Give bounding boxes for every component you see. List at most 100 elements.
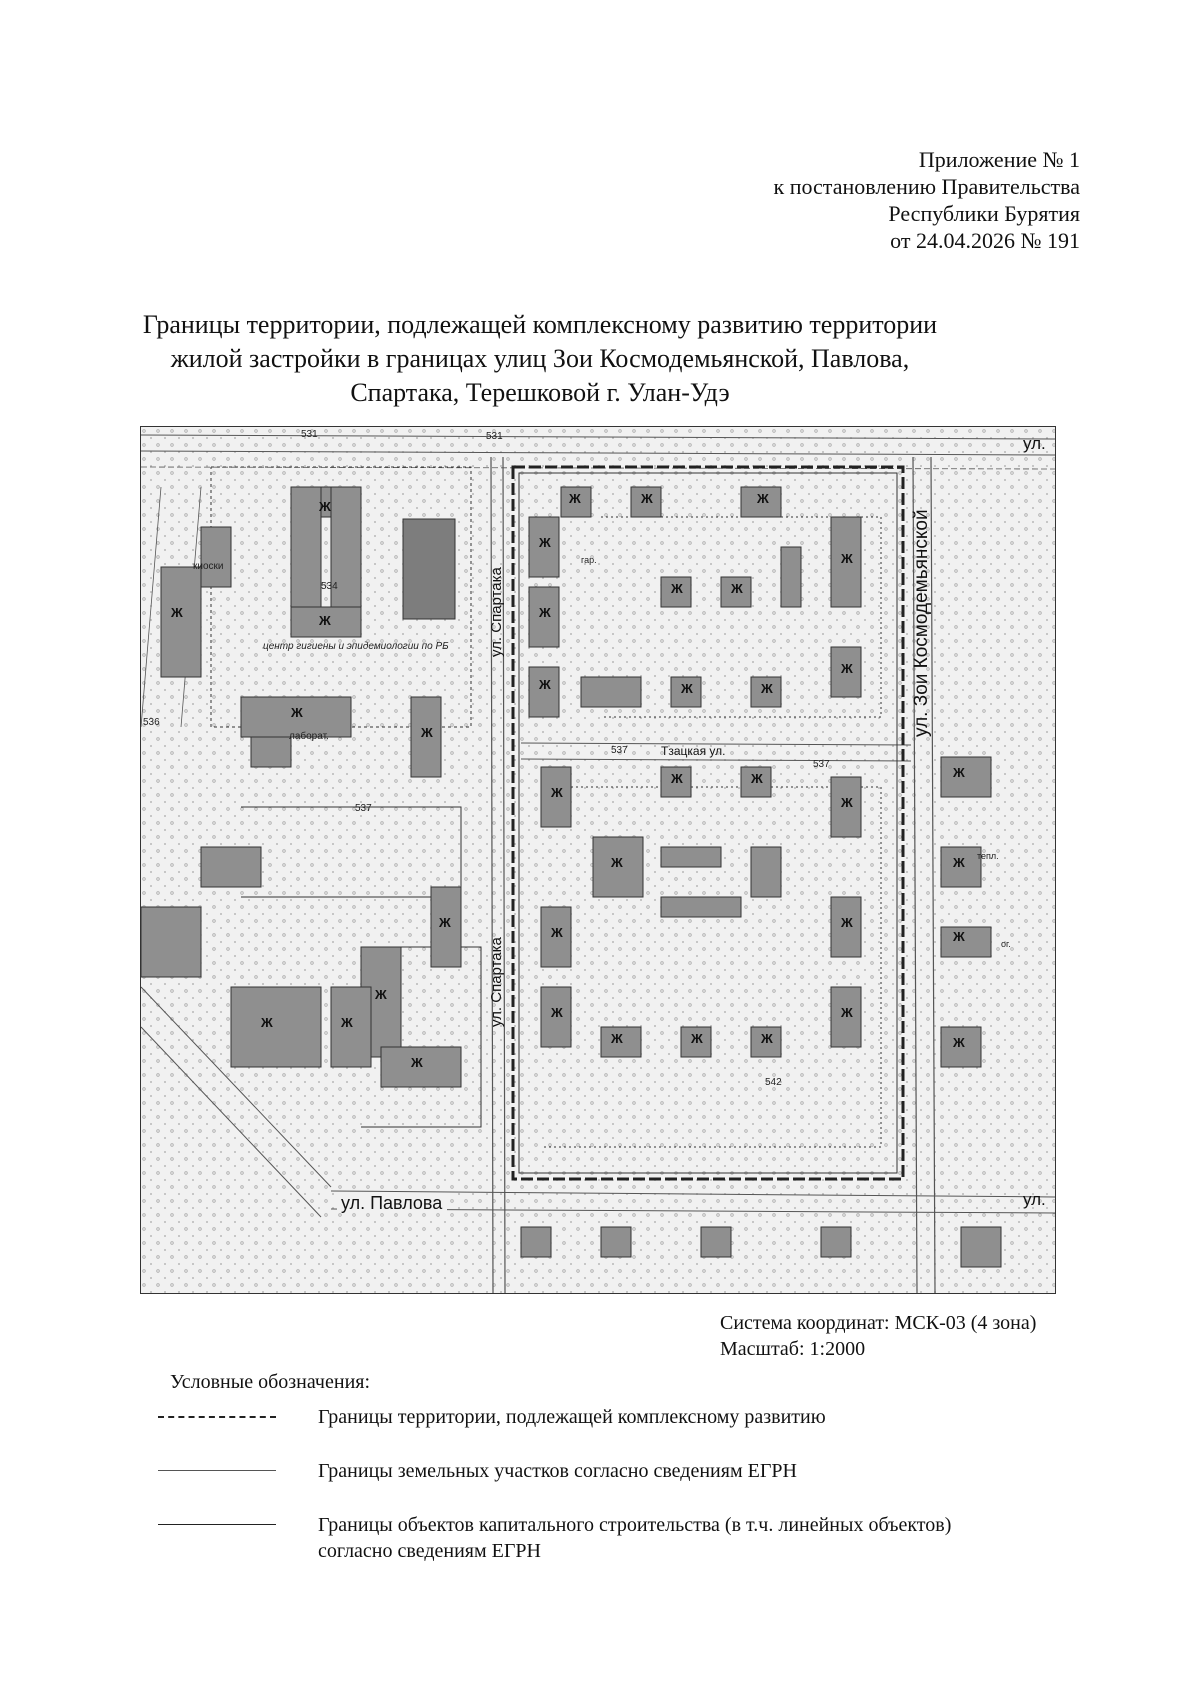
elevation-2: 531	[486, 431, 503, 442]
residential-building-mark: Ж	[952, 929, 965, 944]
label-tepl: тепл.	[977, 851, 999, 861]
building-footprint	[680, 1026, 712, 1058]
building-footprint	[750, 676, 782, 708]
building-footprint	[600, 1226, 632, 1258]
legend: Границы территории, подлежащей комплексн…	[158, 1404, 1018, 1592]
residential-building-mark: Ж	[840, 795, 853, 810]
legend-label: Границы земельных участков согласно свед…	[318, 1460, 797, 1482]
elevation-4: 536	[143, 717, 160, 728]
label-kiosk: киоски	[193, 561, 223, 572]
building-footprint	[830, 776, 862, 838]
residential-building-mark: Ж	[170, 605, 183, 620]
legend-swatch-dashed	[158, 1416, 276, 1418]
residential-building-mark: Ж	[550, 785, 563, 800]
development-boundary	[511, 465, 905, 1181]
building-footprint	[592, 836, 644, 898]
building-footprint	[940, 846, 982, 888]
label-garage: гар.	[581, 555, 597, 565]
building-footprint	[230, 986, 322, 1068]
elevation-6: 537	[611, 745, 628, 756]
building-footprint	[580, 676, 642, 708]
coordinate-system: Система координат: МСК-03 (4 зона)	[720, 1312, 1037, 1334]
building-footprint	[830, 896, 862, 958]
elevation-1: 531	[301, 429, 318, 440]
residential-building-mark: Ж	[290, 705, 303, 720]
residential-building-mark: Ж	[538, 677, 551, 692]
building-footprint	[630, 486, 662, 518]
legend-item-development-boundary: Границы территории, подлежащей комплексн…	[158, 1404, 1018, 1430]
annex-line-1: Приложение № 1	[918, 147, 1080, 172]
building-footprint	[141, 906, 202, 978]
building-footprint	[750, 1026, 782, 1058]
building-footprint	[410, 696, 442, 778]
residential-building-mark: Ж	[952, 765, 965, 780]
residential-building-mark: Ж	[410, 1055, 423, 1070]
residential-building-mark: Ж	[840, 1005, 853, 1020]
street-label-pavlova: ул. Павлова	[341, 1193, 443, 1213]
building-footprint	[430, 886, 462, 968]
legend-label: Границы территории, подлежащей комплексн…	[318, 1406, 826, 1428]
legend-item-capital-objects: Границы объектов капитального строительс…	[158, 1512, 1018, 1564]
building-footprint	[540, 986, 572, 1048]
residential-building-mark: Ж	[550, 1005, 563, 1020]
map-scale: Масштаб: 1:2000	[720, 1338, 866, 1360]
title-line-2: жилой застройки в границах улиц Зои Косм…	[170, 344, 910, 373]
residential-building-mark: Ж	[840, 661, 853, 676]
elevation-5: 537	[355, 803, 372, 814]
building-footprint	[720, 576, 752, 608]
building-footprint	[520, 1226, 552, 1258]
residential-building-mark: Ж	[374, 987, 387, 1002]
elevation-8: 542	[765, 1077, 782, 1088]
annex-line-3: Республики Бурятия	[888, 201, 1080, 226]
street-label-spartaka-lower: ул. Спартака	[488, 936, 505, 1027]
residential-building-mark: Ж	[538, 605, 551, 620]
residential-building-mark: Ж	[840, 915, 853, 930]
building-footprint	[540, 906, 572, 968]
annex-header: Приложение № 1 к постановлению Правитель…	[774, 146, 1080, 254]
street-label-bottom-right: ул.	[1023, 1190, 1046, 1209]
building-footprint	[200, 526, 232, 588]
residential-building-mark: Ж	[318, 499, 331, 514]
residential-building-mark: Ж	[610, 855, 623, 870]
building-footprint	[528, 516, 560, 578]
building-footprint	[330, 986, 372, 1068]
building-footprint	[560, 486, 592, 518]
elevation-7: 537	[813, 759, 830, 770]
residential-building-mark: Ж	[760, 681, 773, 696]
map-metadata: Система координат: МСК-03 (4 зона) Масшт…	[720, 1310, 1036, 1362]
building-footprint	[660, 766, 692, 798]
street-label-tsatskaya: Тзацкая ул.	[661, 744, 725, 758]
title-line-1: Границы территории, подлежащей комплексн…	[142, 310, 938, 339]
building-footprint	[660, 896, 742, 918]
residential-building-mark: Ж	[760, 1031, 773, 1046]
legend-heading: Условные обозначения:	[170, 1371, 371, 1393]
residential-building-mark: Ж	[952, 855, 965, 870]
building-footprint	[820, 1226, 852, 1258]
legend-swatch-solid	[158, 1524, 276, 1525]
residential-building-mark: Ж	[640, 491, 653, 506]
residential-building-mark: Ж	[610, 1031, 623, 1046]
residential-building-mark: Ж	[730, 581, 743, 596]
building-footprint	[660, 846, 722, 868]
label-laboratory: лаборат.	[289, 730, 329, 742]
residential-building-mark: Ж	[438, 915, 451, 930]
buildings-layer	[141, 486, 1002, 1268]
residential-building-mark: Ж	[756, 491, 769, 506]
building-footprint	[780, 546, 802, 608]
building-footprint	[750, 846, 782, 898]
residential-building-mark: Ж	[670, 771, 683, 786]
building-footprint	[960, 1226, 1002, 1268]
building-footprint	[940, 1026, 982, 1068]
annex-line-4: от 24.04.2026 № 191	[890, 228, 1080, 253]
building-footprint	[380, 1046, 462, 1088]
residential-building-mark: Ж	[550, 925, 563, 940]
elevation-3: 534	[321, 581, 338, 592]
residential-building-mark: Ж	[670, 581, 683, 596]
residential-building-mark: Ж	[568, 491, 581, 506]
residential-building-mark: Ж	[690, 1031, 703, 1046]
residential-building-mark: Ж	[260, 1015, 273, 1030]
building-footprint	[670, 676, 702, 708]
residential-building-mark: Ж	[420, 725, 433, 740]
